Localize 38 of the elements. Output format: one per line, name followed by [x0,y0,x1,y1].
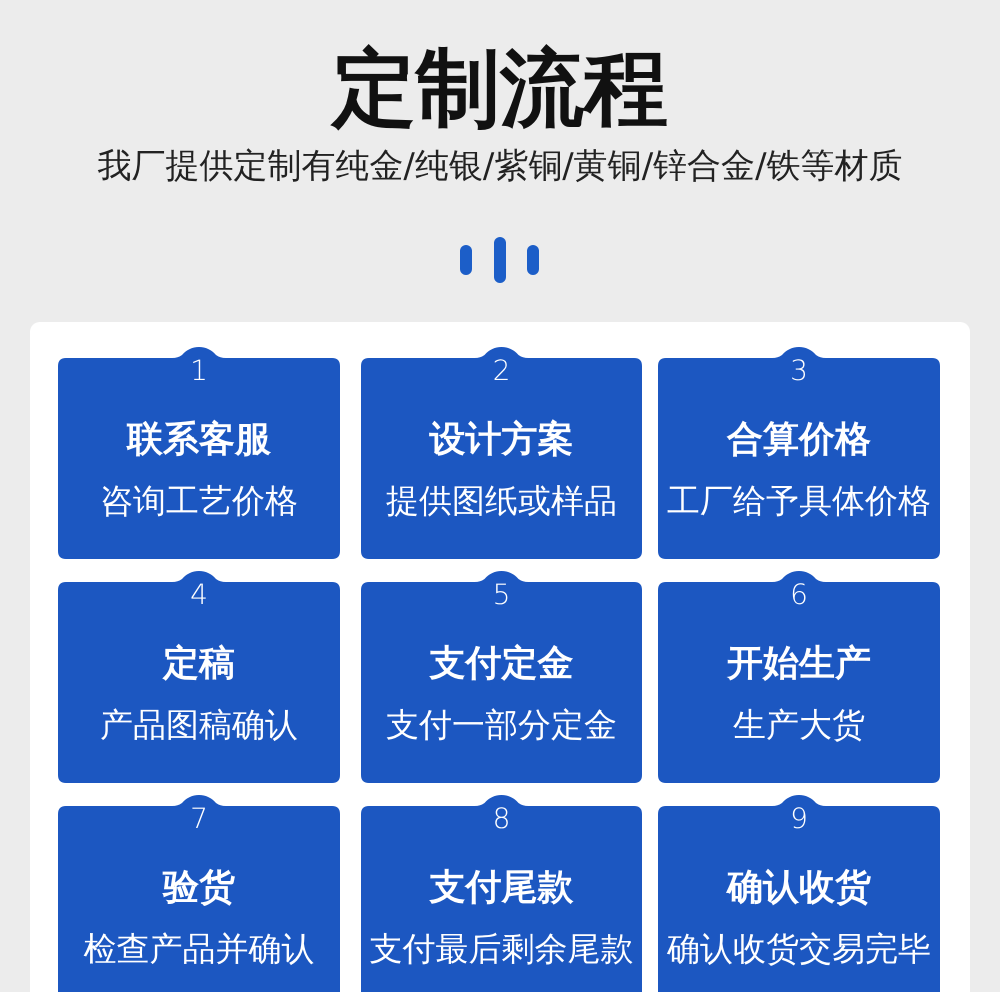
step-title: 验货 [163,868,235,908]
step-title: 支付定金 [430,644,574,684]
step-title: 设计方案 [430,420,574,460]
step-title: 支付尾款 [430,868,574,908]
step-description: 检查产品并确认 [84,930,314,968]
step-title: 定稿 [163,644,235,684]
step-card [58,794,340,992]
step-title: 确认收货 [727,868,871,908]
step-card [361,570,642,783]
page-title: 定制流程 [332,44,668,132]
step-card [361,346,642,559]
step-number: 1 [190,356,208,386]
step-number: 8 [492,804,510,834]
step-description: 确认收货交易完毕 [667,930,931,968]
step-title: 开始生产 [727,644,871,684]
step-description: 支付最后剩余尾款 [370,930,634,968]
step-description: 工厂给予具体价格 [667,482,931,520]
subtitle: 我厂提供定制有纯金/纯银/紫铜/黄铜/锌合金/铁等材质 [97,147,903,185]
step-number: 3 [790,356,808,386]
step-card [58,570,340,783]
step-description: 提供图纸或样品 [386,482,617,520]
step-card [658,794,940,992]
step-number: 2 [492,356,510,386]
step-description: 咨询工艺价格 [100,482,298,520]
step-number: 4 [190,580,208,610]
step-title: 合算价格 [727,420,871,460]
step-card [58,346,340,559]
step-card [658,570,940,783]
step-description: 支付一部分定金 [386,706,617,744]
step-number: 9 [790,804,808,834]
step-description: 生产大货 [733,706,865,744]
step-card [658,346,940,559]
step-title: 联系客服 [127,420,271,460]
step-number: 6 [790,580,808,610]
step-card [361,794,642,992]
step-number: 5 [492,580,510,610]
step-number: 7 [190,804,208,834]
step-description: 产品图稿确认 [100,706,298,744]
